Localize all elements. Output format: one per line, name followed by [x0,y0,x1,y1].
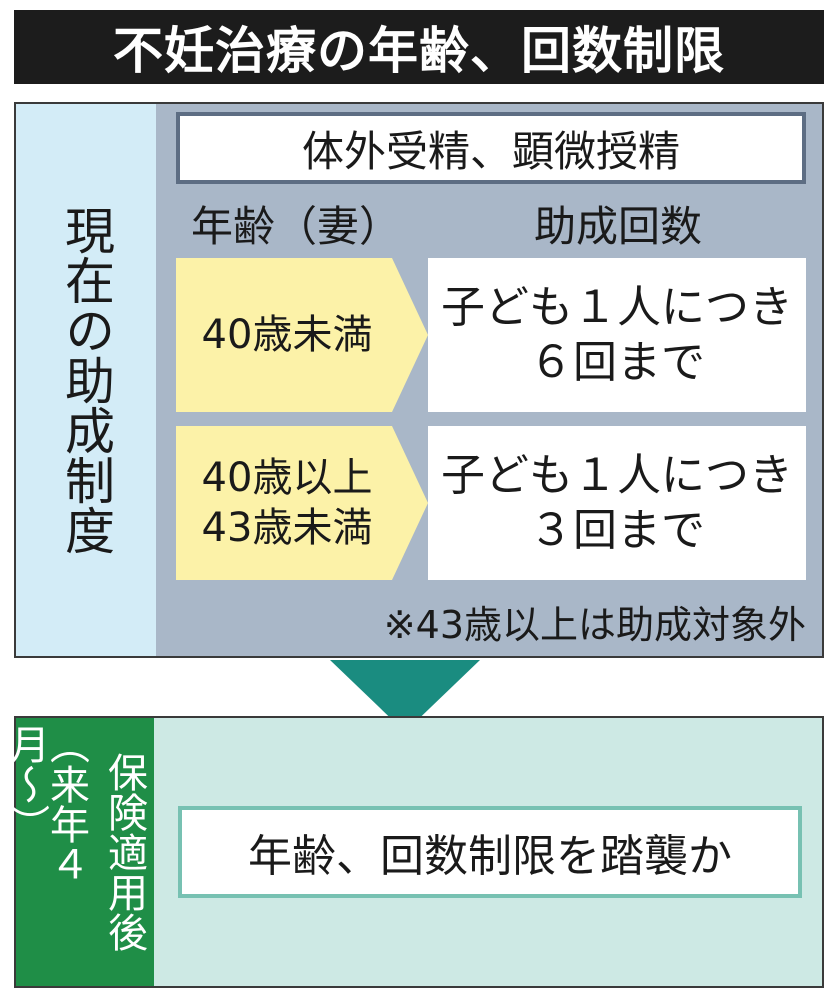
exclusion-note: ※43歳以上は助成対象外 [383,602,806,647]
page-title: 不妊治療の年齢、回数制限 [14,10,824,84]
down-arrow-icon [330,660,480,732]
count-cell: 子ども１人につき ３回まで [428,426,806,580]
current-system-side-strip [16,104,156,656]
age-cell-chevron [176,426,428,580]
age-line: 43歳未満 [201,505,373,551]
count-line: 子ども１人につき [441,450,793,501]
current-system-label: 現在の助成制度 [57,205,115,555]
result-box: 年齢、回数制限を踏襲か [178,806,802,898]
count-line: ３回まで [529,505,705,556]
treatment-method-box: 体外受精、顕微授精 [176,112,806,184]
after-insurance-side-strip [16,718,154,986]
count-line: 子ども１人につき [441,282,793,333]
count-line: ６回まで [529,337,705,388]
age-cell: 40歳以上 43歳未満 [176,426,428,580]
after-insurance-period: （来年４月〜） [3,724,89,884]
age-cell-chevron [176,258,428,412]
count-column-header: 助成回数 [533,201,702,251]
age-column-header: 年齢（妻） [190,201,401,251]
age-line: 40歳未満 [201,312,373,358]
count-cell: 子ども１人につき ６回まで [428,258,806,412]
age-cell: 40歳未満 [176,258,428,412]
after-insurance-label: 保険適用後 [101,752,147,952]
age-line: 40歳以上 [201,455,373,501]
